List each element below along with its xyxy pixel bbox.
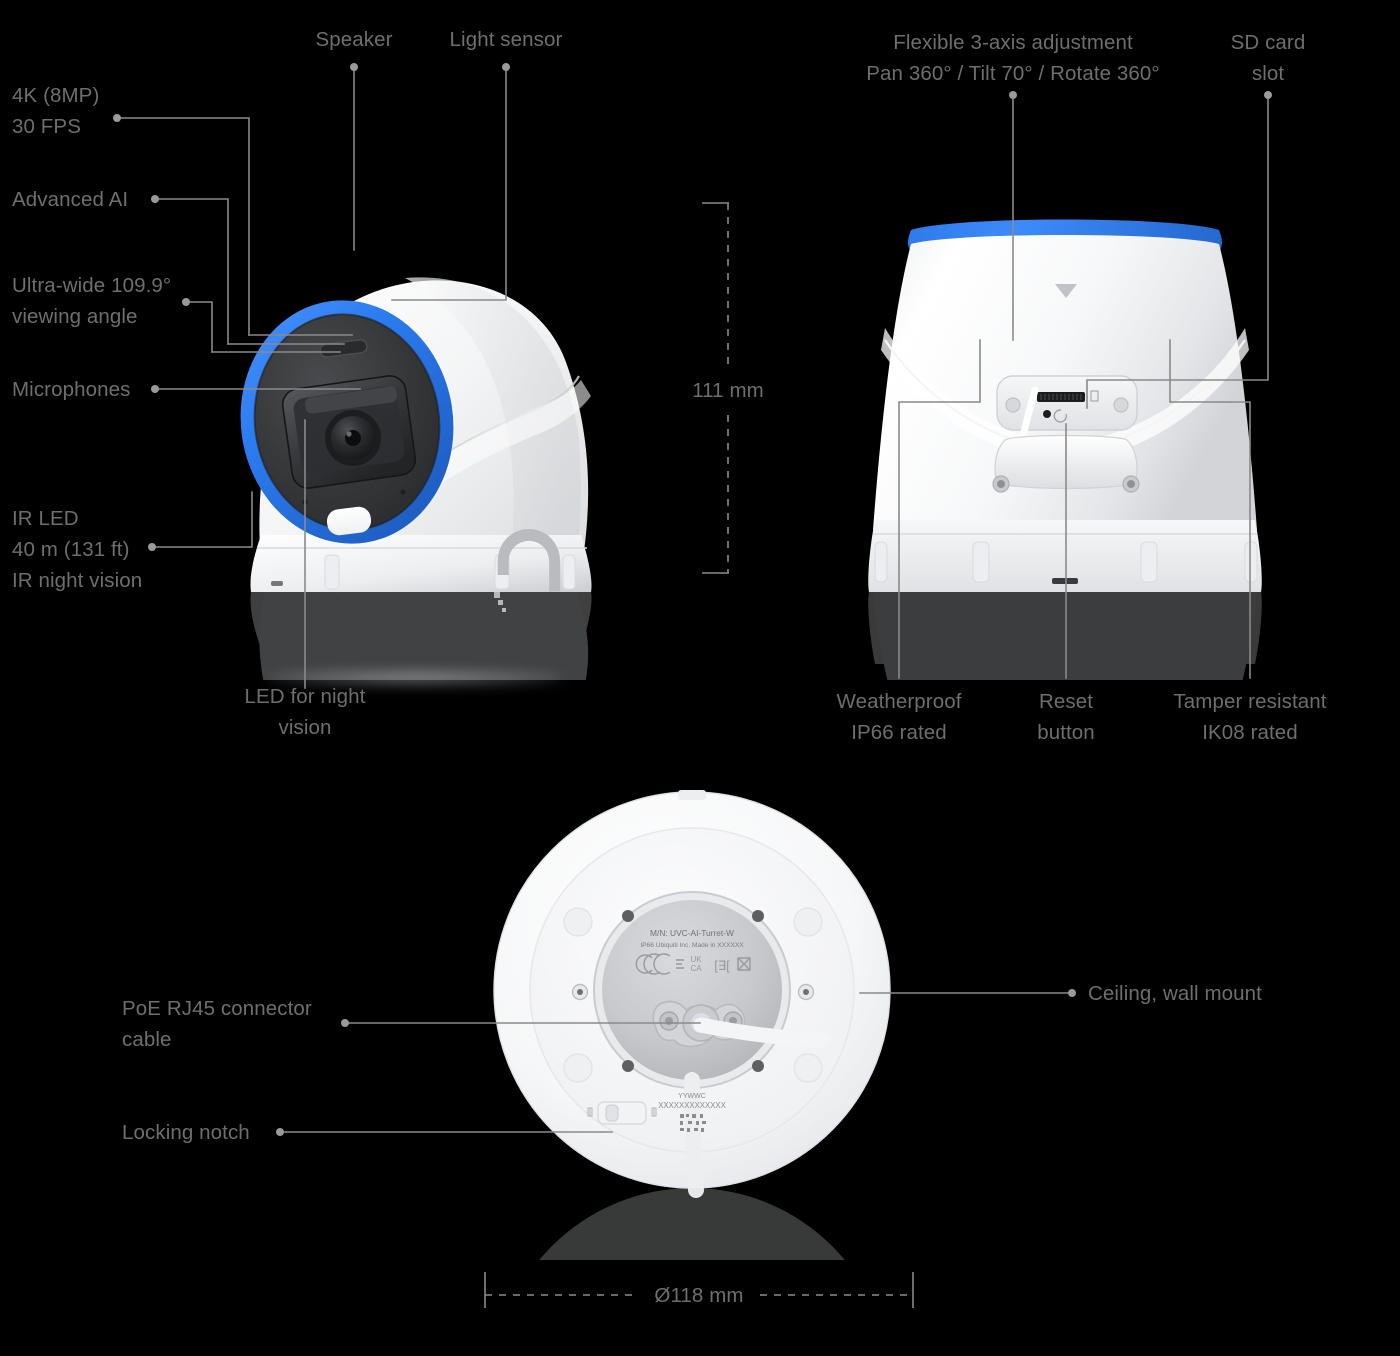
ce-mark-c	[635, 954, 653, 974]
foot-mark-left	[271, 581, 283, 586]
dot-three-axis	[1009, 91, 1017, 99]
serial-number-text: XXXXXXXXXXXXX	[658, 1101, 726, 1110]
ubiquiti-logo-dots	[494, 592, 506, 612]
lens-glint	[346, 431, 352, 437]
sd-slot-pins	[1040, 394, 1082, 400]
camera-front-svg	[240, 277, 592, 687]
date-code-text: YYWWC	[678, 1093, 706, 1100]
callout-three-axis: Flexible 3-axis adjustment Pan 360° / Ti…	[866, 31, 1160, 85]
mount-bracket	[994, 434, 1138, 490]
lock-icon-left	[587, 1107, 593, 1117]
top-tab	[678, 790, 706, 800]
plate-screw-left	[1005, 397, 1021, 413]
front-shadow	[265, 670, 565, 686]
poe-cable-shade	[693, 1017, 830, 1048]
eac-mark: [∃[	[714, 958, 730, 973]
bracket-bolt-left-core	[997, 480, 1005, 488]
camera-seam-face	[337, 380, 591, 592]
ce-mark-e2	[653, 953, 671, 975]
dimension-diameter-text: Ø118 mm	[654, 1284, 744, 1307]
callout-poe-cable: PoE RJ45 connector cable	[122, 997, 312, 1051]
dot-light-sensor	[502, 63, 510, 71]
lock-icon-right	[651, 1107, 657, 1117]
hanging-strap	[684, 1072, 704, 1198]
callout-speaker: Speaker	[315, 28, 393, 51]
bracket-bolt-right-core	[1127, 480, 1135, 488]
callout-reset-button: Reset button	[1037, 690, 1095, 744]
ce-mark-e1	[643, 953, 661, 975]
camera-front-view	[205, 200, 625, 687]
dot-sd-card	[1264, 91, 1272, 99]
front-reflection	[250, 592, 592, 687]
callout-locking-notch: Locking notch	[122, 1121, 250, 1144]
mount-screw-holes	[622, 910, 764, 1072]
weee-mark	[737, 957, 751, 971]
microphone-right	[400, 489, 406, 495]
callout-weatherproof: Weatherproof IP66 rated	[836, 690, 962, 744]
locking-notch-tab	[605, 1104, 619, 1122]
locking-notch	[597, 1101, 647, 1125]
rear-reflection	[868, 592, 1262, 687]
poe-cable	[693, 1017, 830, 1048]
mount-recesses	[563, 907, 823, 1083]
ukca-mark-line2: CA	[690, 964, 702, 973]
rear-tamper-mark	[1052, 578, 1078, 584]
plate-screw-right	[1113, 397, 1129, 413]
callout-ir-led: IR LED 40 m (131 ft) IR night vision	[12, 507, 143, 592]
model-number-text: M/N: UVC-AI-Turret-W	[650, 928, 734, 938]
camera-body-highlight	[405, 277, 581, 592]
mount-plate	[602, 900, 782, 1080]
certification-marks	[635, 953, 684, 975]
qr-code	[680, 1114, 706, 1132]
callout-night-led: LED for night vision	[244, 685, 366, 739]
ir-led-window	[326, 506, 372, 536]
reset-button	[1043, 410, 1051, 418]
orientation-triangle-icon	[1055, 284, 1077, 298]
camera-rear-view	[845, 200, 1285, 687]
dot-ceiling-mount	[1068, 989, 1076, 997]
base-reflection	[537, 1188, 847, 1262]
callout-tamper-resistant: Tamper resistant IK08 rated	[1173, 690, 1327, 744]
ubiquiti-logo	[497, 528, 561, 592]
camera-base-svg: M/N: UVC-AI-Turret-W IP66 Ubiquiti Inc. …	[493, 790, 891, 1262]
callout-sd-card: SD card slot	[1230, 31, 1306, 85]
callout-resolution: 4K (8MP) 30 FPS	[12, 84, 100, 138]
callout-advanced-ai: Advanced AI	[12, 188, 129, 211]
camera-rear-svg	[868, 219, 1262, 687]
gimbal-screw-left-core	[665, 1017, 673, 1025]
dot-speaker	[350, 63, 358, 71]
camera-base-view: M/N: UVC-AI-Turret-W IP66 Ubiquiti Inc. …	[470, 790, 930, 1262]
callout-viewing-angle: Ultra-wide 109.9° viewing angle	[12, 274, 172, 328]
reset-icon	[1053, 409, 1067, 423]
ce-mark-bars	[676, 959, 684, 969]
callout-ceiling-mount: Ceiling, wall mount	[1088, 982, 1262, 1005]
light-sensor	[305, 386, 397, 414]
mount-side-screws	[571, 983, 815, 1001]
callout-microphones: Microphones	[12, 378, 131, 401]
product-info-text: IP66 Ubiquiti Inc. Made in XXXXXX	[640, 942, 744, 949]
microphone-left	[302, 499, 308, 505]
ukca-mark-line1: UK	[690, 955, 702, 964]
callout-light-sensor: Light sensor	[449, 28, 563, 51]
dimension-height-text: 111 mm	[692, 379, 764, 402]
